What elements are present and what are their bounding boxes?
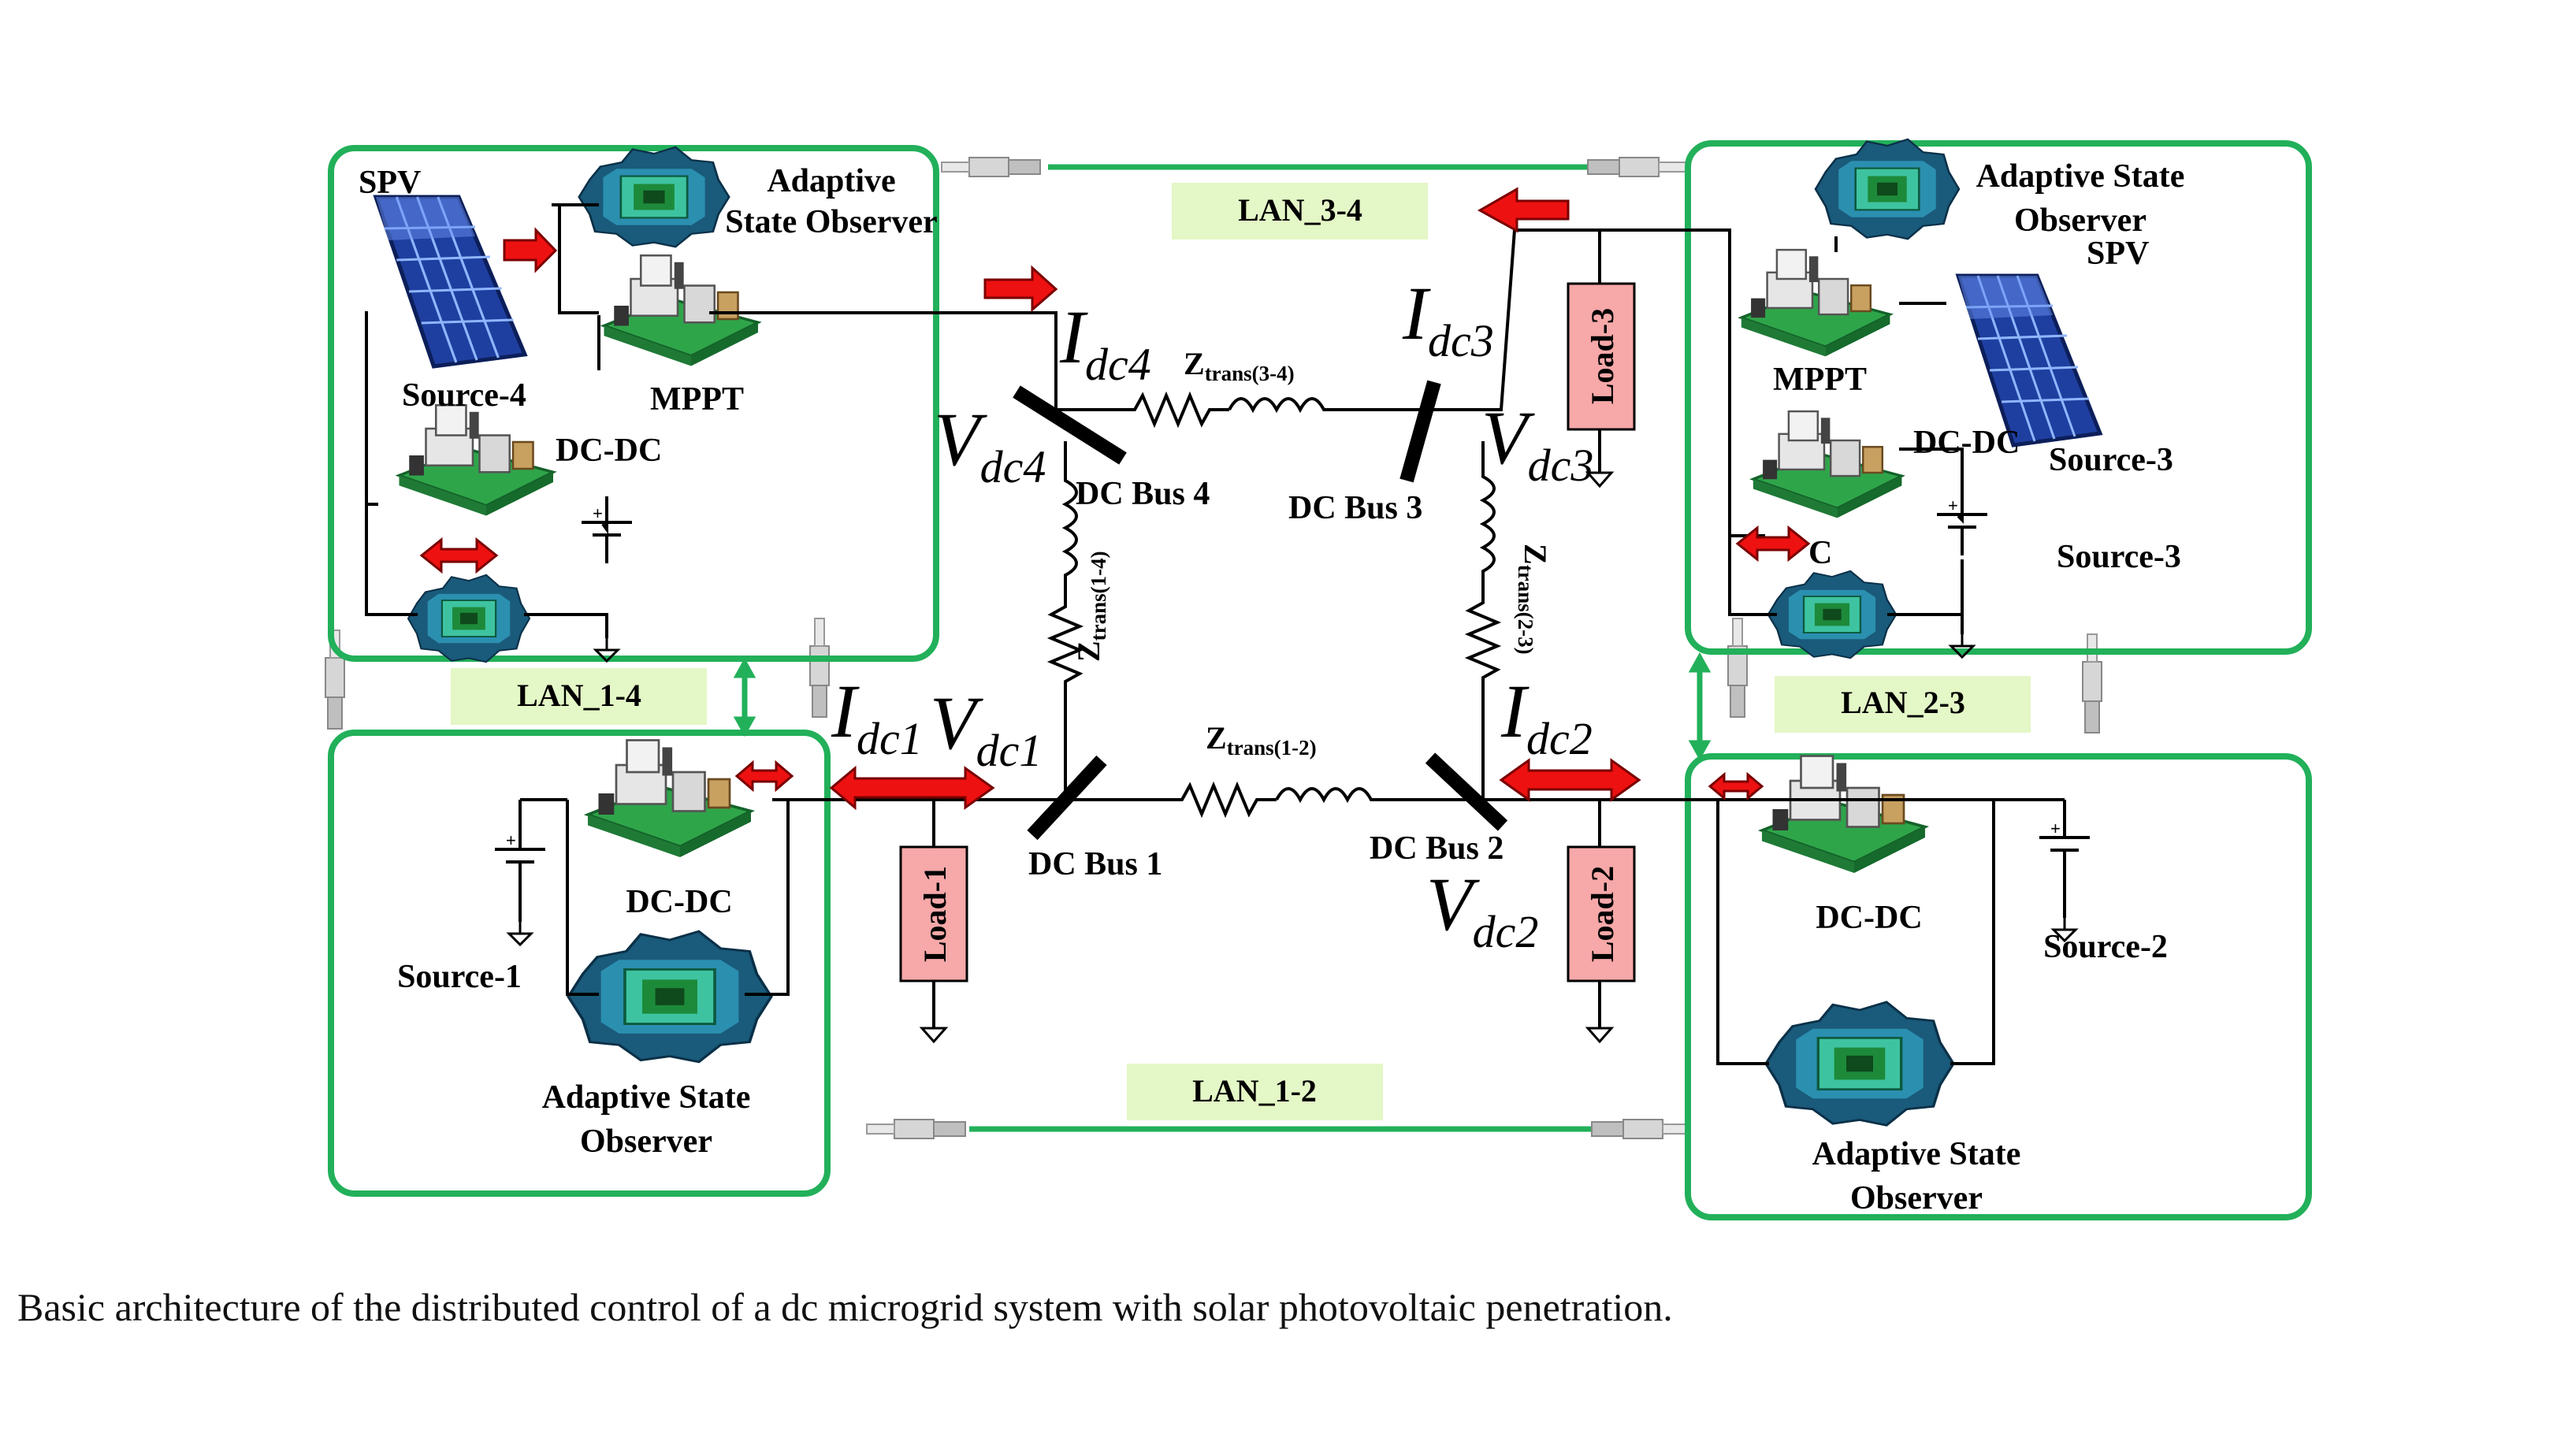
lan-1-4-label: LAN_1-4 <box>517 678 641 713</box>
mppt-board-3-icon <box>1740 248 1892 358</box>
lan-2-3-label: LAN_2-3 <box>1841 685 1965 720</box>
z-trans-2-3-label: Ztrans(2-3) <box>1514 544 1553 655</box>
dc-bus-3-bar <box>1399 380 1441 483</box>
node-4-source-label: Source-4 <box>402 377 526 414</box>
lan-2-3-tag <box>1775 676 2031 733</box>
z-trans-3-4-symbol <box>1110 394 1349 425</box>
lan-1-4-tag <box>451 668 707 725</box>
battery-2-icon <box>2038 817 2091 880</box>
node-3-source-label-b: Source-3 <box>2057 539 2181 575</box>
observer-chip-4b-icon <box>407 574 531 663</box>
voltage-v-dc2: Vdc2 <box>1426 862 1538 957</box>
z-trans-1-4-label: Ztrans(1-4) <box>1071 551 1110 662</box>
lan-1-2-tag <box>1127 1064 1383 1120</box>
observer-chip-3b-icon <box>1767 570 1898 659</box>
ground-1-icon <box>507 916 533 946</box>
dcdc-board-3-icon <box>1752 410 1904 520</box>
node-3: Adaptive State Observer SPV MPPT DC-DC S… <box>1728 138 2185 659</box>
node-2: DC-DC Source-2 Adaptive State Observer <box>1708 754 2168 1216</box>
z-trans-1-2-symbol <box>1157 784 1396 815</box>
node-4: SPV Adaptive State Observer Source-4 MPP… <box>359 146 938 663</box>
current-i-dc1: Idc1 <box>831 669 923 764</box>
node-3-dcdc-label: DC-DC <box>1913 425 2020 461</box>
node-2-box <box>1685 753 2312 1220</box>
z-trans-1-2-label: Ztrans(1-2) <box>1206 720 1317 760</box>
node-3-box <box>1685 140 2312 655</box>
z-trans-2-3-symbol <box>1467 459 1499 699</box>
current-i-dc4: Idc4 <box>1059 295 1151 390</box>
node-4-mppt-label: MPPT <box>650 381 744 418</box>
solar-panel-4-icon <box>376 197 525 366</box>
node-3-mppt-label: MPPT <box>1773 362 1867 398</box>
node-3-spv-label: SPV <box>2087 236 2149 272</box>
battery-4-icon <box>580 502 634 565</box>
dc-bus-4-bar <box>1013 385 1127 465</box>
voltage-v-dc4: Vdc4 <box>934 397 1046 492</box>
node-3-observer-line2: Observer <box>2014 202 2147 239</box>
node-4-spv-label: SPV <box>359 165 421 201</box>
node-4-box <box>328 145 939 662</box>
node-2-source-label: Source-2 <box>2043 929 2168 965</box>
node-4-observer-line1: Adaptive <box>767 163 895 199</box>
battery-3-icon <box>1935 494 1989 557</box>
observer-chip-4-icon <box>578 146 730 248</box>
dc-bus-1-bar <box>1027 755 1107 841</box>
node-3-observer-line1: Adaptive State <box>1976 158 2185 195</box>
dc-bus-3-label: DC Bus 3 <box>1288 490 1422 526</box>
observer-chip-3-icon <box>1814 138 1961 240</box>
node-3-fragment-label: C <box>1808 535 1832 571</box>
node-2-observer-line1: Adaptive State <box>1812 1136 2021 1172</box>
load-2-label: Load-2 <box>1585 866 1620 962</box>
node-4-observer-line2: State Observer <box>725 204 937 240</box>
dc-bus-2-label: DC Bus 2 <box>1370 830 1504 867</box>
load-1-box <box>899 845 968 982</box>
voltage-v-dc3: Vdc3 <box>1481 396 1593 491</box>
node-2-observer-line2: Observer <box>1850 1180 1983 1216</box>
z-trans-3-4-label: Ztrans(3-4) <box>1184 346 1295 385</box>
node-1-observer-line2: Observer <box>580 1124 712 1160</box>
battery-1-icon <box>493 829 547 892</box>
current-i-dc3: Idc3 <box>1402 271 1494 366</box>
dcdc-board-1-icon <box>586 738 753 859</box>
node-1-box <box>328 730 831 1197</box>
mppt-board-4-icon <box>602 254 760 368</box>
current-i-dc2: Idc2 <box>1500 669 1593 764</box>
lan-1-2-label: LAN_1-2 <box>1192 1073 1317 1109</box>
power-flow-arrows <box>829 187 1641 811</box>
lan-cables <box>733 164 1712 1132</box>
load-ground-icons <box>919 471 1615 1044</box>
dcdc-board-2-icon <box>1760 754 1927 875</box>
figure-caption: Basic architecture of the distributed co… <box>17 1285 1673 1329</box>
node-4-dcdc-label: DC-DC <box>556 433 662 469</box>
observer-chip-1-icon <box>567 930 773 1064</box>
solar-panel-3-icon <box>1958 276 2100 445</box>
node-3-source-label-a: Source-3 <box>2049 442 2173 478</box>
dc-bus-1-label: DC Bus 1 <box>1028 846 1162 882</box>
dcdc-board-4-icon <box>397 403 555 518</box>
node-1-source-label: Source-1 <box>397 959 522 995</box>
load-1-label: Load-1 <box>917 866 953 962</box>
voltage-v-dc1: Vdc1 <box>930 681 1042 776</box>
node-2-dcdc-label: DC-DC <box>1816 900 1922 936</box>
node-1-dcdc-label: DC-DC <box>626 884 732 920</box>
load-3-label: Load-3 <box>1585 308 1620 404</box>
node-1: DC-DC Source-1 Adaptive State Observer <box>397 738 796 1160</box>
load-2-box <box>1567 845 1636 982</box>
lan-3-4-label: LAN_3-4 <box>1238 192 1362 228</box>
dc-bus-4-label: DC Bus 4 <box>1076 476 1210 512</box>
lan-3-4-tag <box>1172 183 1428 240</box>
dc-bus-2-bar <box>1425 752 1508 831</box>
node-1-observer-line1: Adaptive State <box>542 1079 751 1116</box>
observer-chip-2-icon <box>1764 1001 1955 1127</box>
load-3-box <box>1567 282 1636 431</box>
